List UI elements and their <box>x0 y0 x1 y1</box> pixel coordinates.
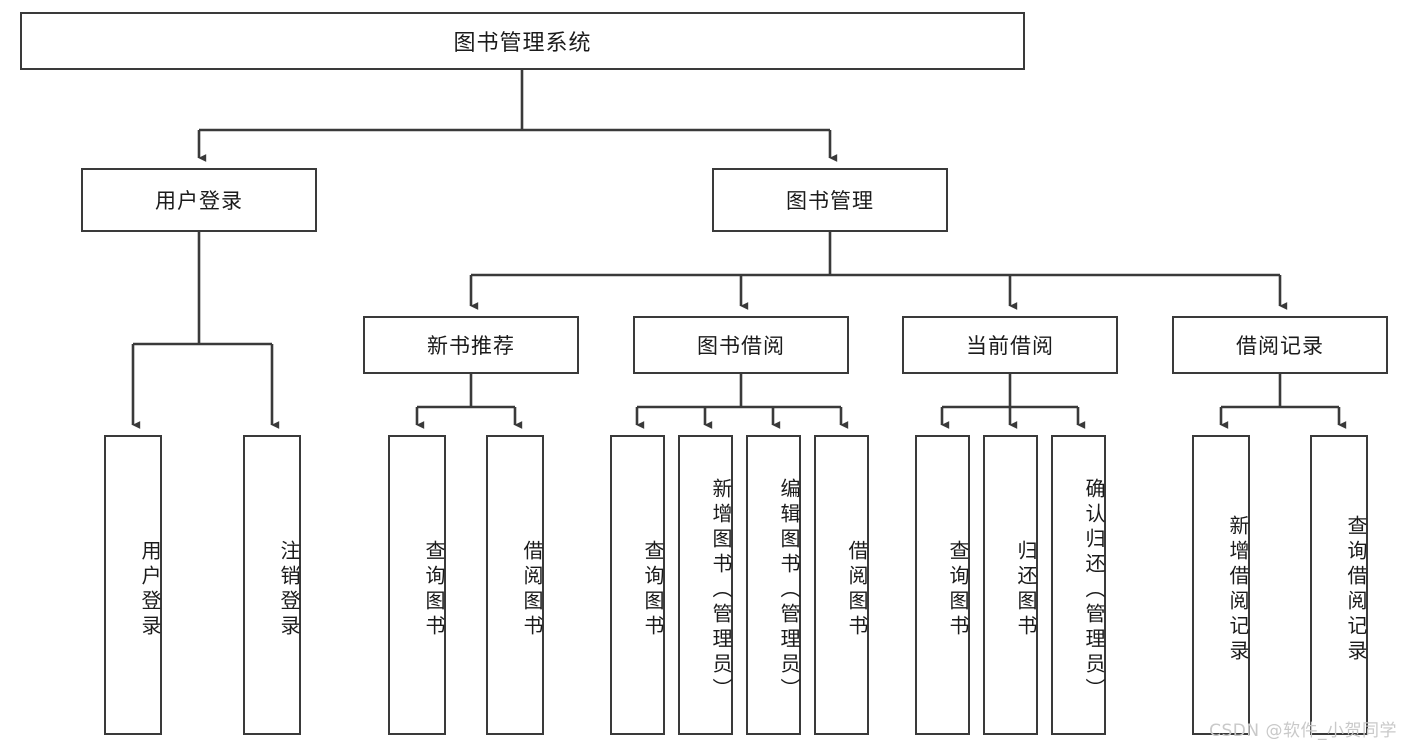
node-leaf-return-book[interactable]: 归还图书 <box>983 435 1038 735</box>
node-leaf-query-book-2-label: 查询图书 <box>641 540 665 640</box>
node-leaf-query-record-label: 查询借阅记录 <box>1344 515 1368 665</box>
node-leaf-logout[interactable]: 注销登录 <box>243 435 301 735</box>
node-current-borrow-label: 当前借阅 <box>966 334 1054 358</box>
node-borrow-record-label: 借阅记录 <box>1236 334 1324 358</box>
node-leaf-user-login[interactable]: 用户登录 <box>104 435 162 735</box>
node-leaf-borrow-book-1[interactable]: 借阅图书 <box>486 435 544 735</box>
node-user-login[interactable]: 用户登录 <box>81 168 317 232</box>
node-current-borrow[interactable]: 当前借阅 <box>902 316 1118 374</box>
node-leaf-query-record[interactable]: 查询借阅记录 <box>1310 435 1368 735</box>
node-leaf-borrow-book-2-label: 借阅图书 <box>845 540 869 640</box>
node-root-label: 图书管理系统 <box>453 31 592 56</box>
node-leaf-query-book-3[interactable]: 查询图书 <box>915 435 970 735</box>
node-new-book-rec-label: 新书推荐 <box>427 334 515 358</box>
node-book-manage[interactable]: 图书管理 <box>712 168 948 232</box>
node-leaf-add-book[interactable]: 新增图书（管理员） <box>678 435 733 735</box>
node-leaf-borrow-book-1-label: 借阅图书 <box>520 540 544 640</box>
node-book-borrow-label: 图书借阅 <box>697 334 785 358</box>
node-leaf-add-book-label: 新增图书（管理员） <box>709 477 733 703</box>
node-leaf-user-login-label: 用户登录 <box>138 540 162 640</box>
node-book-manage-label: 图书管理 <box>786 189 874 213</box>
node-leaf-query-book-1-label: 查询图书 <box>422 540 446 640</box>
node-leaf-add-record[interactable]: 新增借阅记录 <box>1192 435 1250 735</box>
node-leaf-borrow-book-2[interactable]: 借阅图书 <box>814 435 869 735</box>
node-leaf-add-record-label: 新增借阅记录 <box>1226 515 1250 665</box>
node-leaf-query-book-1[interactable]: 查询图书 <box>388 435 446 735</box>
node-leaf-edit-book[interactable]: 编辑图书（管理员） <box>746 435 801 735</box>
node-book-borrow[interactable]: 图书借阅 <box>633 316 849 374</box>
node-leaf-query-book-2[interactable]: 查询图书 <box>610 435 665 735</box>
node-user-login-label: 用户登录 <box>155 189 243 213</box>
node-borrow-record[interactable]: 借阅记录 <box>1172 316 1388 374</box>
node-leaf-query-book-3-label: 查询图书 <box>946 540 970 640</box>
node-leaf-confirm-return-label: 确认归还（管理员） <box>1082 477 1106 703</box>
node-leaf-edit-book-label: 编辑图书（管理员） <box>777 477 801 703</box>
node-leaf-logout-label: 注销登录 <box>277 540 301 640</box>
csdn-watermark: CSDN @软件_小贺同学 <box>1209 721 1397 741</box>
node-new-book-rec[interactable]: 新书推荐 <box>363 316 579 374</box>
node-root[interactable]: 图书管理系统 <box>20 12 1025 70</box>
node-leaf-confirm-return[interactable]: 确认归还（管理员） <box>1051 435 1106 735</box>
node-leaf-return-book-label: 归还图书 <box>1014 540 1038 640</box>
